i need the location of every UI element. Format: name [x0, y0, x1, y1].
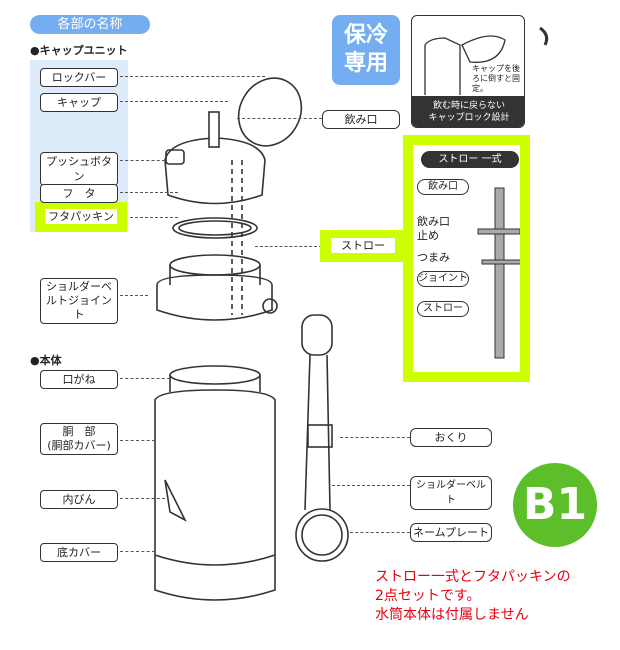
cap-lock-panel: キャップを後ろに倒すと固定。 飲む時に戻らない キャップロック設計	[411, 15, 525, 128]
cold-only-badge: 保冷専用	[332, 15, 400, 85]
label-mouth-ring: 口がね	[40, 370, 118, 389]
label-push-button: プッシュボタン	[40, 152, 118, 186]
cap-lock-caption-1: 飲む時に戻らない	[432, 101, 505, 111]
label-lid: フ タ	[40, 184, 118, 203]
leader-line	[120, 160, 165, 161]
leader-line	[350, 532, 410, 533]
label-straw: ストロー	[331, 238, 395, 253]
label-body-main: 胴 部	[62, 425, 96, 438]
cap-unit-heading: ●キャップユニット	[30, 44, 128, 57]
label-belt-slider: おくり	[410, 428, 492, 447]
straw-set-stopper: 飲み口止め	[417, 215, 450, 243]
straw-set-straw: ストロー	[417, 301, 469, 317]
leader-line	[120, 440, 155, 441]
label-body: 胴 部(胴部カバー)	[40, 423, 118, 455]
leader-line	[237, 118, 322, 119]
leader-line	[120, 551, 155, 552]
leader-line	[120, 378, 170, 379]
parts-names-header: 各部の名称	[30, 15, 150, 34]
straw-set-knob: つまみ	[417, 251, 450, 264]
cap-lock-caption: 飲む時に戻らない キャップロック設計	[412, 96, 524, 127]
leader-line	[120, 192, 178, 193]
notice-line-2: 2点セットです。	[375, 588, 481, 604]
leader-line	[120, 295, 148, 296]
notice-line-1: ストロー一式とフタパッキンの	[375, 569, 571, 585]
straw-set-mouthpiece: 飲み口	[417, 179, 469, 195]
straw-set-panel: ストロー 一式 飲み口 飲み口止め つまみ ジョイント ストロー	[403, 135, 530, 382]
leader-line	[120, 498, 165, 499]
notice-text: ストロー一式とフタパッキンの 2点セットです。 水筒本体は付属しません	[375, 568, 571, 625]
leader-line	[130, 217, 178, 218]
notice-line-3: 水筒本体は付属しません	[375, 607, 529, 623]
cap-lock-note: キャップを後ろに倒すと固定。	[472, 64, 520, 93]
stopper-line-1: 飲み口	[417, 215, 450, 228]
body-heading: ●本体	[30, 354, 62, 367]
label-shoulder-joint: ショルダーベルトジョイント	[40, 278, 118, 324]
label-cap: キャップ	[40, 93, 118, 112]
label-shoulder-belt: ショルダーベルト	[410, 476, 492, 510]
straw-set-title: ストロー 一式	[421, 151, 519, 168]
leader-line	[255, 246, 322, 247]
leader-line	[332, 485, 410, 486]
label-bottom-cover: 底カバー	[40, 543, 118, 562]
leader-line	[340, 437, 410, 438]
stopper-line-2: 止め	[417, 229, 439, 242]
cap-lock-caption-2: キャップロック設計	[428, 113, 510, 123]
leader-line	[120, 76, 265, 77]
straw-set-joint: ジョイント	[417, 271, 469, 287]
label-lock-bar: ロックバー	[40, 68, 118, 87]
label-body-cover: (胴部カバー)	[47, 439, 111, 452]
label-lid-gasket: フタパッキン	[45, 209, 117, 224]
label-inner-bottle: 内びん	[40, 490, 118, 509]
label-name-plate: ネームプレート	[410, 523, 492, 542]
product-code-badge: B1	[513, 463, 597, 547]
label-mouthpiece: 飲み口	[322, 110, 400, 129]
leader-line	[120, 101, 228, 102]
